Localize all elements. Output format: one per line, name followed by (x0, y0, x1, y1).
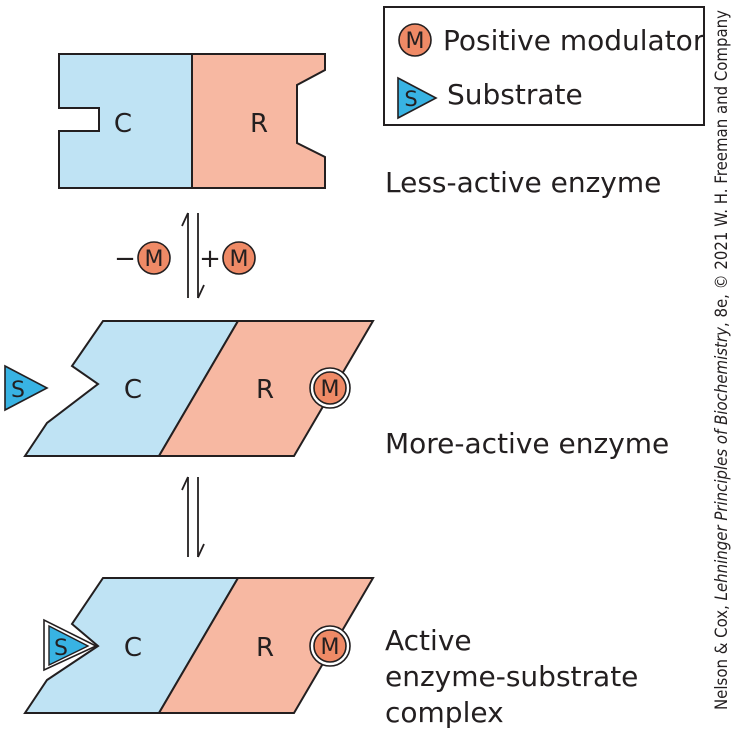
legend-substrate-label: Substrate (447, 78, 583, 111)
svg-text:S: S (54, 636, 68, 661)
regulatory-subunit (157, 577, 375, 714)
catalytic-subunit-label: C (124, 375, 142, 405)
catalytic-subunit-label: C (124, 633, 142, 663)
enzyme-less-active: C R (58, 53, 326, 189)
svg-text:M: M (230, 247, 249, 272)
regulatory-subunit (157, 320, 375, 457)
regulatory-subunit-label: R (250, 109, 268, 139)
state-label-more-active: More-active enzyme (385, 427, 669, 460)
bound-modulator-icon: M (222, 241, 256, 275)
regulatory-subunit-label: R (256, 375, 274, 405)
svg-text:S: S (404, 87, 417, 111)
copyright-credit: Nelson & Cox, Lehninger Principles of Bi… (712, 10, 732, 710)
legend-modulator-label: Positive modulator (443, 24, 705, 57)
state-label-complex-line1: Active (385, 624, 472, 657)
minus-sign: − (114, 244, 136, 274)
state-label-less-active: Less-active enzyme (385, 166, 661, 199)
legend-modulator-icon: M (398, 23, 432, 57)
equilibrium-arrows-substrate (181, 476, 205, 558)
released-modulator-icon: M (137, 241, 171, 275)
svg-text:S: S (11, 378, 25, 403)
state-label-complex-line3: complex (385, 696, 504, 729)
bound-substrate-icon: S (43, 618, 98, 672)
bound-modulator-icon: M (309, 367, 351, 409)
legend: M Positive modulator S Substrate (383, 6, 705, 126)
catalytic-subunit-label: C (114, 109, 132, 139)
enzyme-more-active: C R M (23, 320, 375, 457)
state-label-complex-line2: enzyme-substrate (385, 660, 638, 693)
plus-sign: + (199, 244, 221, 274)
enzyme-substrate-complex: C R S M (23, 577, 375, 714)
regulatory-subunit-label: R (256, 633, 274, 663)
svg-text:M: M (406, 29, 425, 54)
regulatory-subunit (191, 53, 326, 189)
equilibrium-arrows-modulator (181, 212, 205, 299)
free-substrate-icon: S (4, 364, 49, 412)
svg-text:M: M (321, 377, 340, 402)
legend-substrate-icon: S (397, 76, 438, 120)
bound-modulator-icon: M (309, 625, 351, 667)
legend-box (383, 6, 705, 126)
svg-text:M: M (321, 635, 340, 660)
svg-text:M: M (145, 247, 164, 272)
